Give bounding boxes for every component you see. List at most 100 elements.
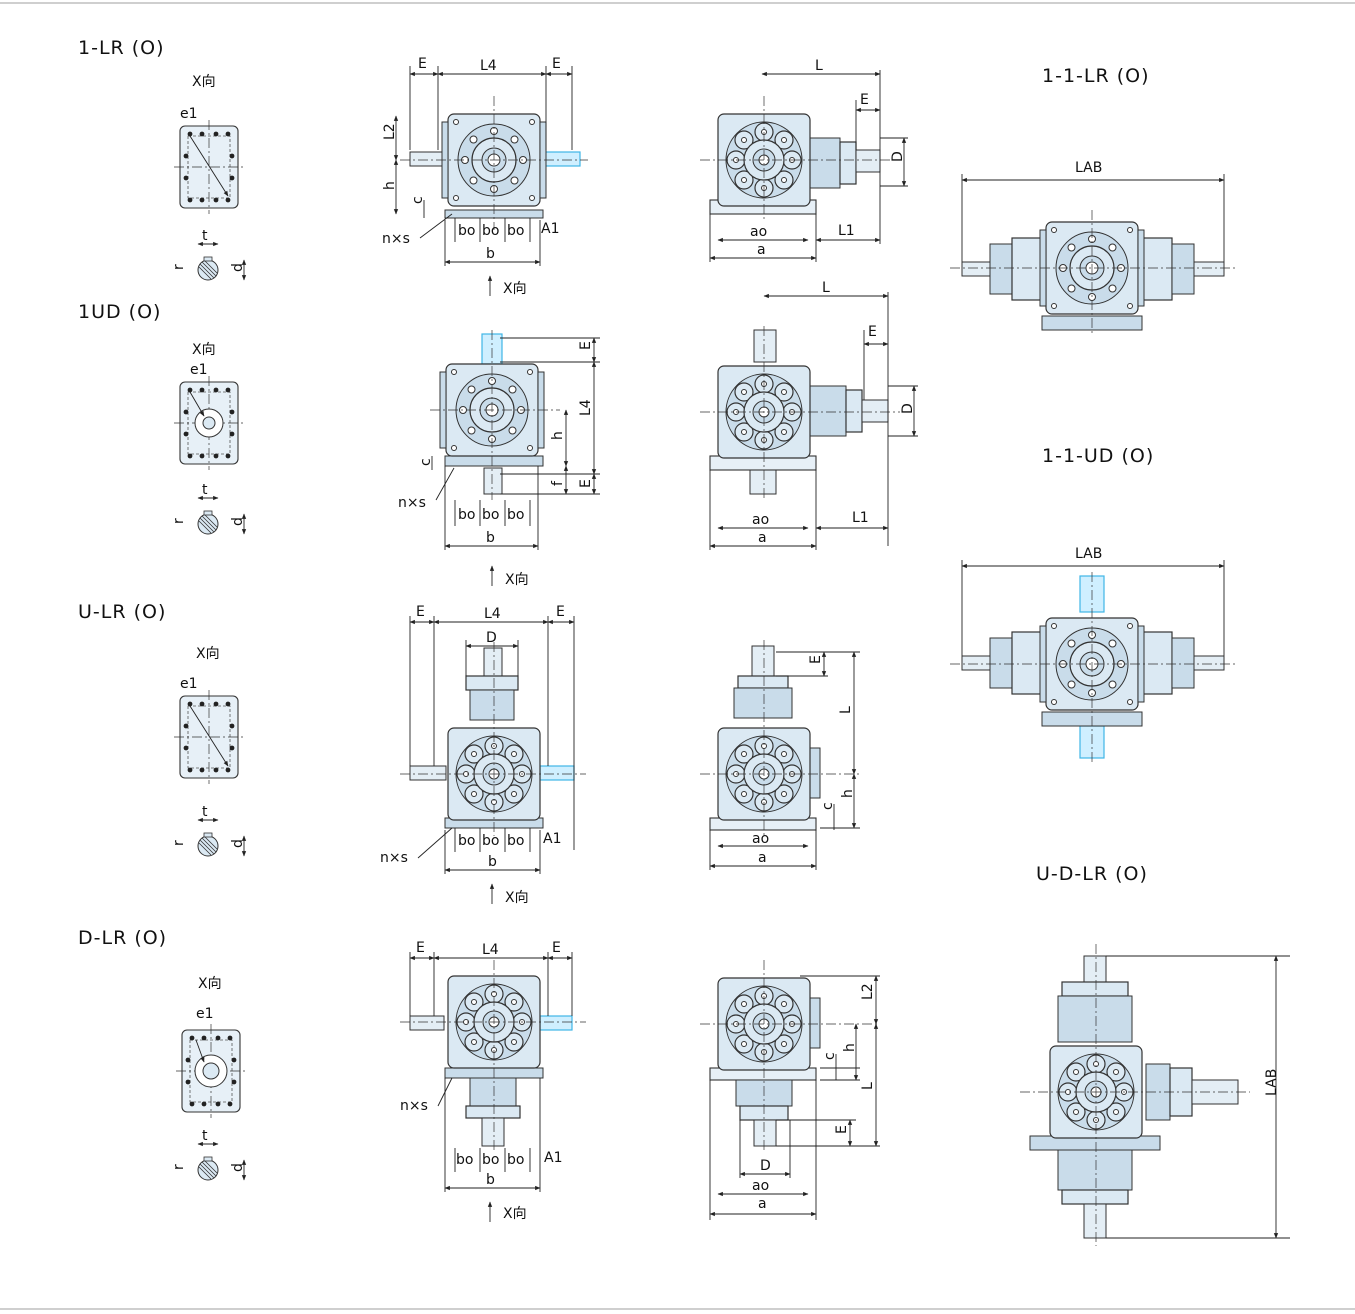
dim-l1: L1 — [852, 510, 869, 526]
dim-l2: L2 — [860, 983, 876, 1000]
dim-l: L — [860, 1082, 876, 1090]
t-label: t — [202, 482, 208, 498]
dim-e: E — [868, 324, 877, 340]
dim-lab: LAB — [1075, 160, 1102, 176]
dim-ao: ao — [750, 224, 767, 240]
dim-bo-2: bo — [482, 223, 499, 239]
dim-c: c — [418, 458, 434, 466]
dim-bo-3: bo — [507, 507, 524, 523]
mounting-plate — [173, 119, 245, 215]
dim-l: L — [822, 280, 830, 296]
t-label: t — [202, 228, 208, 244]
view-title: D-LR (O) — [78, 927, 167, 949]
x-direction-label: X向 — [192, 342, 216, 358]
output-shaft-highlight — [539, 765, 575, 781]
dim-a: a — [758, 530, 767, 546]
key-section — [197, 1156, 219, 1181]
dim-h: h — [550, 431, 566, 440]
dim-e-left: E — [416, 940, 425, 956]
side-view: L E D ao a L1 — [700, 280, 918, 550]
dim-bo-3: bo — [507, 223, 524, 239]
front-view: E L4 E D n×s bo bo bo A1 b X向 — [380, 604, 586, 906]
mounting-plate — [175, 1023, 247, 1119]
front-view: E L4 h c f E n×s bo bo bo b X向 — [398, 330, 600, 588]
view-u-d-lr: U-D-LR (O) LAB — [1020, 863, 1290, 1246]
dim-bo-2: bo — [482, 833, 499, 849]
dim-e: E — [578, 341, 594, 350]
dim-l: L — [815, 58, 823, 74]
view-1ud: 1UD (O) X向 e1 t r d E L4 h c f E n×s bo — [78, 280, 918, 588]
view-title: 1-1-UD (O) — [1042, 445, 1154, 467]
dim-d: D — [900, 403, 916, 414]
dim-bo-1: bo — [456, 1152, 473, 1168]
r-label: r — [171, 518, 187, 524]
dim-a1: A1 — [543, 831, 561, 847]
dim-nxs: n×s — [380, 850, 408, 866]
dim-nxs: n×s — [382, 231, 410, 247]
x-arrow-label: X向 — [503, 1206, 527, 1222]
dim-ao: ao — [752, 512, 769, 528]
dim-l4: L4 — [484, 606, 501, 622]
x-arrow-label: X向 — [505, 890, 529, 906]
dim-lab: LAB — [1264, 1069, 1280, 1096]
dim-e-right: E — [552, 940, 561, 956]
mounting-plate — [173, 689, 245, 785]
x-direction-label: X向 — [198, 976, 222, 992]
dim-b: b — [486, 246, 495, 262]
dim-bo-1: bo — [458, 833, 475, 849]
dim-e-right: E — [556, 604, 565, 620]
dim-l1: L1 — [838, 223, 855, 239]
view-title: U-D-LR (O) — [1036, 863, 1148, 885]
x-direction-label: X向 — [192, 74, 216, 90]
e1-label: e1 — [180, 676, 198, 692]
dim-lab: LAB — [1075, 546, 1102, 562]
view-1-1-ud: 1-1-UD (O) LAB — [950, 445, 1236, 762]
view-title: 1-LR (O) — [78, 37, 165, 59]
view-title: U-LR (O) — [78, 601, 166, 623]
dim-c: c — [822, 1052, 838, 1060]
dim-e-left: E — [416, 604, 425, 620]
dim-b: b — [486, 1172, 495, 1188]
dim-e: E — [808, 655, 824, 664]
dim-nxs: n×s — [398, 495, 426, 511]
dim-h: h — [840, 789, 856, 798]
front-view: E L4 E n×s bo bo bo A1 b X向 — [400, 940, 586, 1222]
dim-a: a — [758, 850, 767, 866]
dim-l2: L2 — [382, 123, 398, 140]
dim-ao: ao — [752, 831, 769, 847]
d-label: d — [230, 839, 246, 848]
d-label: d — [230, 263, 246, 272]
dim-bo-1: bo — [458, 223, 475, 239]
t-label: t — [202, 804, 208, 820]
r-label: r — [171, 1164, 187, 1170]
dim-a: a — [758, 1196, 767, 1212]
dim-e: E — [860, 92, 869, 108]
dim-l4: L4 — [578, 399, 594, 416]
dim-ao: ao — [752, 1178, 769, 1194]
dim-c: c — [410, 196, 426, 204]
dim-d: D — [890, 151, 906, 162]
dim-e-lower: E — [578, 479, 594, 488]
view-1-1-lr: 1-1-LR (O) LAB — [950, 65, 1236, 336]
dim-bo-3: bo — [507, 1152, 524, 1168]
dim-h: h — [842, 1043, 858, 1052]
dim-e-right: E — [552, 56, 561, 72]
view-title: 1UD (O) — [78, 301, 161, 323]
dim-a: a — [757, 242, 766, 258]
e1-label: e1 — [180, 106, 198, 122]
dim-e: E — [834, 1125, 850, 1134]
view-u-lr: U-LR (O) X向 e1 t r d E L4 E D n×s bo bo — [78, 601, 860, 906]
d-label: d — [230, 517, 246, 526]
dim-nxs: n×s — [400, 1098, 428, 1114]
dim-bo-2: bo — [482, 1152, 499, 1168]
dim-d-top: D — [486, 630, 497, 646]
x-direction-label: X向 — [196, 646, 220, 662]
view-title: 1-1-LR (O) — [1042, 65, 1150, 87]
r-label: r — [171, 840, 187, 846]
bottom-divider — [0, 1308, 1355, 1310]
side-view: L2 h c L E D ao a — [700, 960, 880, 1220]
key-section — [197, 832, 219, 857]
view-1-lr: 1-LR (O) X向 e1 t r d E L4 E L2 h c n×s b… — [78, 37, 908, 297]
t-label: t — [202, 1128, 208, 1144]
dim-bo-3: bo — [507, 833, 524, 849]
